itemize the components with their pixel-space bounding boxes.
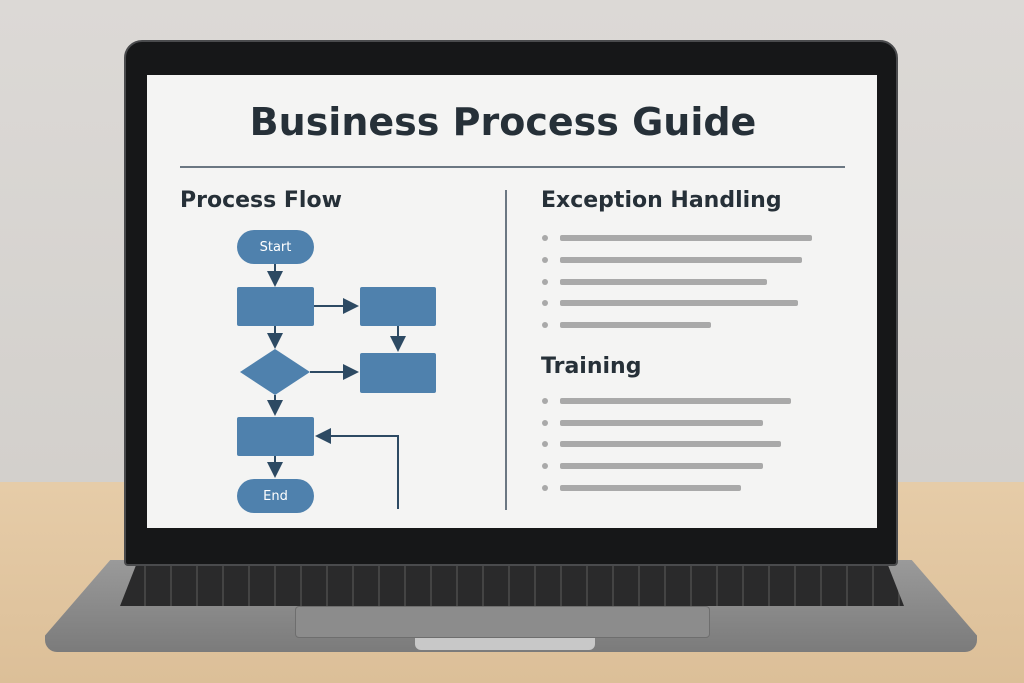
process-box — [237, 417, 314, 456]
process-box — [360, 287, 436, 326]
bullet-line — [560, 398, 791, 404]
start-node — [237, 230, 314, 264]
bullet-line — [560, 420, 763, 426]
process-flow-heading: Process Flow — [180, 188, 342, 213]
end-label: End — [263, 489, 288, 504]
arrow — [315, 428, 399, 509]
bullet-line — [560, 441, 781, 447]
keyboard — [120, 566, 904, 606]
lid-notch — [415, 638, 595, 650]
exception-handling-heading: Exception Handling — [541, 188, 782, 213]
process-box — [360, 353, 436, 393]
process-box — [237, 287, 314, 326]
trackpad — [295, 606, 710, 638]
bullet-line — [560, 485, 741, 491]
bullet-line — [560, 463, 763, 469]
bullet-line — [560, 300, 798, 306]
column-divider — [505, 190, 507, 510]
end-node — [237, 479, 314, 513]
title-divider — [180, 166, 845, 168]
bullet-line — [560, 279, 767, 285]
bullet-line — [560, 322, 711, 328]
bullet-line — [560, 235, 812, 241]
bullet-line — [560, 257, 802, 263]
training-heading: Training — [541, 354, 642, 379]
decision-diamond — [240, 349, 310, 395]
start-label: Start — [259, 240, 292, 255]
page-title: Business Process Guide — [249, 100, 757, 144]
